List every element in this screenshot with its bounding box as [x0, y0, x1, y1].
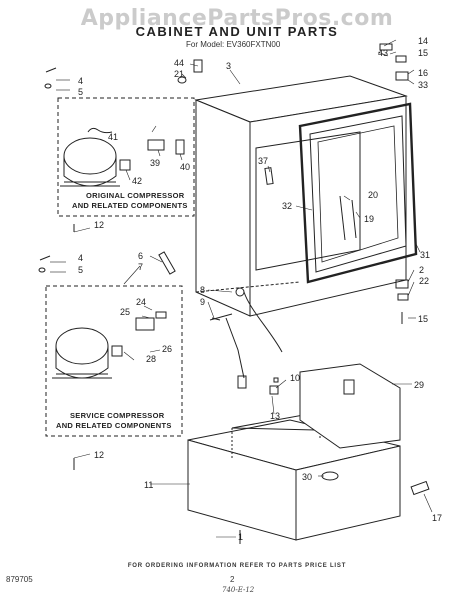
callout-4a: 4	[78, 76, 83, 86]
service-compressor	[52, 311, 167, 379]
callout-7: 7	[138, 262, 143, 272]
callout-40: 40	[180, 162, 190, 172]
ordering-footer-note: FOR ORDERING INFORMATION REFER TO PARTS …	[127, 563, 347, 569]
document-number: 879705	[6, 575, 33, 584]
callout-44: 44	[174, 58, 184, 68]
callout-17: 17	[432, 513, 442, 523]
callout-5b: 5	[78, 265, 83, 275]
callout-15b: 15	[418, 314, 428, 324]
callout-5a: 5	[78, 87, 83, 97]
callout-43: 43	[378, 48, 388, 58]
wiring-harness	[209, 291, 283, 389]
page-number: 2	[230, 575, 235, 584]
callout-39: 39	[150, 158, 160, 168]
callout-13: 13	[270, 411, 280, 421]
original-box-label-line1: ORIGINAL COMPRESSOR	[86, 191, 185, 200]
callout-14: 14	[418, 36, 428, 46]
callout-22: 22	[419, 276, 429, 286]
callout-19: 19	[364, 214, 374, 224]
callout-42: 42	[132, 176, 142, 186]
callout-41: 41	[108, 132, 118, 142]
hardware-fasteners	[38, 43, 430, 544]
callout-numbers: 1 2 3 4 5 6 7 8 9 10 11 12 13 14 15 16 1…	[78, 36, 442, 542]
watermark-text: AppliancePartsPros.com	[80, 6, 394, 31]
leader-lines	[50, 39, 433, 538]
original-compressor-box	[57, 97, 195, 217]
model-subtitle: For Model: EV360FXTN00	[186, 40, 281, 49]
callout-4b: 4	[78, 253, 83, 263]
callout-24: 24	[136, 297, 146, 307]
handwritten-note: 740-E-12	[222, 586, 255, 594]
door-gasket	[298, 102, 418, 284]
callout-33: 33	[418, 80, 428, 90]
diagram-title: CABINET AND UNIT PARTS	[135, 24, 339, 39]
callout-10: 10	[290, 373, 300, 383]
callout-25: 25	[120, 307, 130, 317]
original-box-label-line2: AND RELATED COMPONENTS	[72, 201, 188, 210]
callout-3: 3	[226, 61, 231, 71]
callout-29: 29	[414, 380, 424, 390]
callout-32: 32	[282, 201, 292, 211]
callout-30: 30	[302, 472, 312, 482]
callout-15a: 15	[418, 48, 428, 58]
callout-37: 37	[258, 156, 268, 166]
callout-31: 31	[420, 250, 430, 260]
callout-16: 16	[418, 68, 428, 78]
original-compressor	[60, 127, 185, 187]
callout-9: 9	[200, 297, 205, 307]
callout-6: 6	[138, 251, 143, 261]
callout-12b: 12	[94, 450, 104, 460]
inner-liner	[255, 131, 361, 271]
service-box-label-line2: AND RELATED COMPONENTS	[56, 421, 172, 430]
callout-1: 1	[238, 532, 243, 542]
callout-11: 11	[144, 480, 153, 490]
service-box-label-line1: SERVICE COMPRESSOR	[70, 411, 165, 420]
callout-26: 26	[162, 344, 172, 354]
callout-12a: 12	[94, 220, 104, 230]
callout-8: 8	[200, 285, 205, 295]
service-compressor-box	[45, 285, 183, 437]
callout-2: 2	[419, 265, 424, 275]
callout-20: 20	[368, 190, 378, 200]
rear-panel	[299, 363, 401, 449]
callout-28: 28	[146, 354, 156, 364]
callout-21: 21	[174, 69, 184, 79]
